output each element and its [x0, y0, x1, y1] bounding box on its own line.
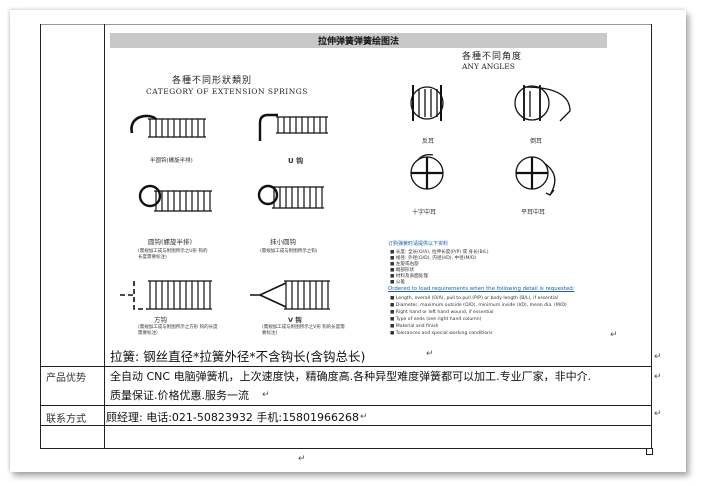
angles-title-cn: 各種不同角度 — [462, 52, 523, 62]
table-line-right — [651, 24, 652, 448]
spec-title-cn: 订购弹簧时请提供以下资料 — [388, 241, 449, 247]
shape-label-square-hook: 方钩 — [154, 316, 167, 324]
table-line-top — [40, 24, 652, 25]
angle-label-cross-center: 十字中耳 — [412, 209, 437, 216]
advantages-para-mark: ↵ — [262, 390, 270, 400]
table-line-row1 — [40, 366, 652, 367]
table-line-bottom — [40, 448, 652, 449]
contact-para-mark: ↵ — [360, 412, 368, 422]
spec-en-item-1: ■ Diameter, maximum outside (O/D), minim… — [390, 303, 567, 308]
table-line-row2 — [40, 405, 652, 406]
angle-flat-center-ear — [515, 156, 556, 196]
spec-en-item-3: ■ Type of ends (see right hand column) — [390, 317, 482, 322]
spec-cn-item-0: ■ 长度: 全长(O/A), 拉伸长度(P/P) 或 身长(B/L) — [390, 250, 489, 255]
category-title-cn: 各種不同形狀類別 — [172, 76, 253, 86]
spring-spec-caption: 拉簧: 钢丝直径*拉簧外径*不含钩长(含钩总长) — [110, 349, 366, 364]
table-line-col — [104, 24, 105, 448]
spring-drawing-figure: 拉伸弹簧弹簧绘图法 各種不同形狀類別 CATEGORY OF EXTENSION… — [110, 33, 607, 344]
contact-text: 顾经理: 电话:021-50823932 手机:15801966268 — [106, 411, 360, 424]
category-title-en: CATEGORY OF EXTENSION SPRINGS — [146, 87, 308, 96]
half-round-hook-spring — [130, 114, 206, 138]
row3-right-mark: ↵ — [654, 409, 662, 419]
spec-cn-item-4: ■ 材料及表面处理 — [390, 274, 428, 279]
u-hook-spring — [258, 113, 328, 141]
spec-cn-item-1: ■ 线径: 外径(O/D), 内径(I/D), 中径(M/D) — [390, 256, 477, 261]
angles-title-en: ANY ANGLES — [462, 62, 515, 71]
figure-title-bar — [110, 33, 607, 48]
row-label-advantages: 产品优势 — [46, 373, 86, 384]
shape-note-round-hook: (需规加工成与附图所示之U形 钩的长度需要标注) — [138, 249, 208, 260]
table-line-row3 — [40, 425, 652, 426]
angle-cross-center-ear — [410, 153, 444, 190]
shape-label-small-round: 抹小圆钩 — [270, 238, 296, 246]
spring-drawings — [120, 85, 571, 310]
table-line-left — [40, 24, 41, 448]
shape-note-small-round: (需规加工成与附图所示之钩) — [260, 249, 318, 254]
angle-label-reverse-ear: 反耳 — [422, 138, 435, 145]
spec-en-item-4: ■ Material and finish — [390, 324, 439, 329]
figure-para-mark: ↵ — [610, 330, 618, 340]
shape-label-u-hook: U 钩 — [288, 157, 304, 165]
square-hook-spring — [120, 280, 212, 310]
figure-title: 拉伸弹簧弹簧绘图法 — [317, 37, 399, 47]
spec-en-item-5: ■ Tolerances and special working conditi… — [390, 331, 493, 336]
advantages-text-line1: 全自动 CNC 电脑弹簧机，上次速度快，精确度高.各种异型难度弹簧都可以加工.专… — [110, 370, 592, 383]
advantages-text-line2: 质量保证.价格优惠.服务一流 — [110, 389, 249, 402]
angle-label-inverted-ear: 倒耳 — [530, 138, 543, 145]
spec-en-item-2: ■ Right hand or left hand wound, if esse… — [390, 310, 494, 315]
end-para-mark: ↵ — [298, 454, 306, 464]
shape-label-half-round: 半圆钩(螺旋半排) — [150, 158, 193, 164]
shape-label-v-hook: V 钩 — [288, 316, 302, 324]
shape-note-v-hook: (需规加工成与附图所示之V形 钩的长度需要标注) — [262, 325, 345, 336]
spec-cn-item-5: ■ 公差 — [390, 280, 405, 285]
angle-reverse-ear — [410, 85, 444, 121]
small-round-hook-spring — [257, 184, 324, 209]
row2-right-mark: ↵ — [654, 372, 662, 382]
shape-label-round-hook: 圆钩(螺旋半排) — [148, 238, 193, 246]
table-end-marker — [646, 448, 653, 455]
angle-label-flat-center: 平耳中耳 — [521, 209, 546, 216]
angle-inverted-ear — [514, 85, 571, 122]
shape-note-square-hook: (需规加工成与附图所示之方形 钩的长度需要标注) — [138, 325, 218, 336]
row1-right-mark: ↵ — [654, 352, 662, 362]
spec-en-item-0: ■ Length, overall (O/A), pull to pull (P… — [390, 296, 559, 301]
v-hook-spring — [250, 280, 330, 310]
spec-cn-item-2: ■ 左旋或右旋 — [390, 262, 419, 267]
row-label-contact: 联系方式 — [46, 414, 86, 425]
spec-cn-item-3: ■ 端部形状 — [390, 268, 415, 273]
spec-title-en: Ordered to load requirements when the fo… — [388, 286, 575, 292]
caption-para-mark: ↵ — [426, 349, 434, 359]
round-hook-spring — [138, 184, 212, 212]
